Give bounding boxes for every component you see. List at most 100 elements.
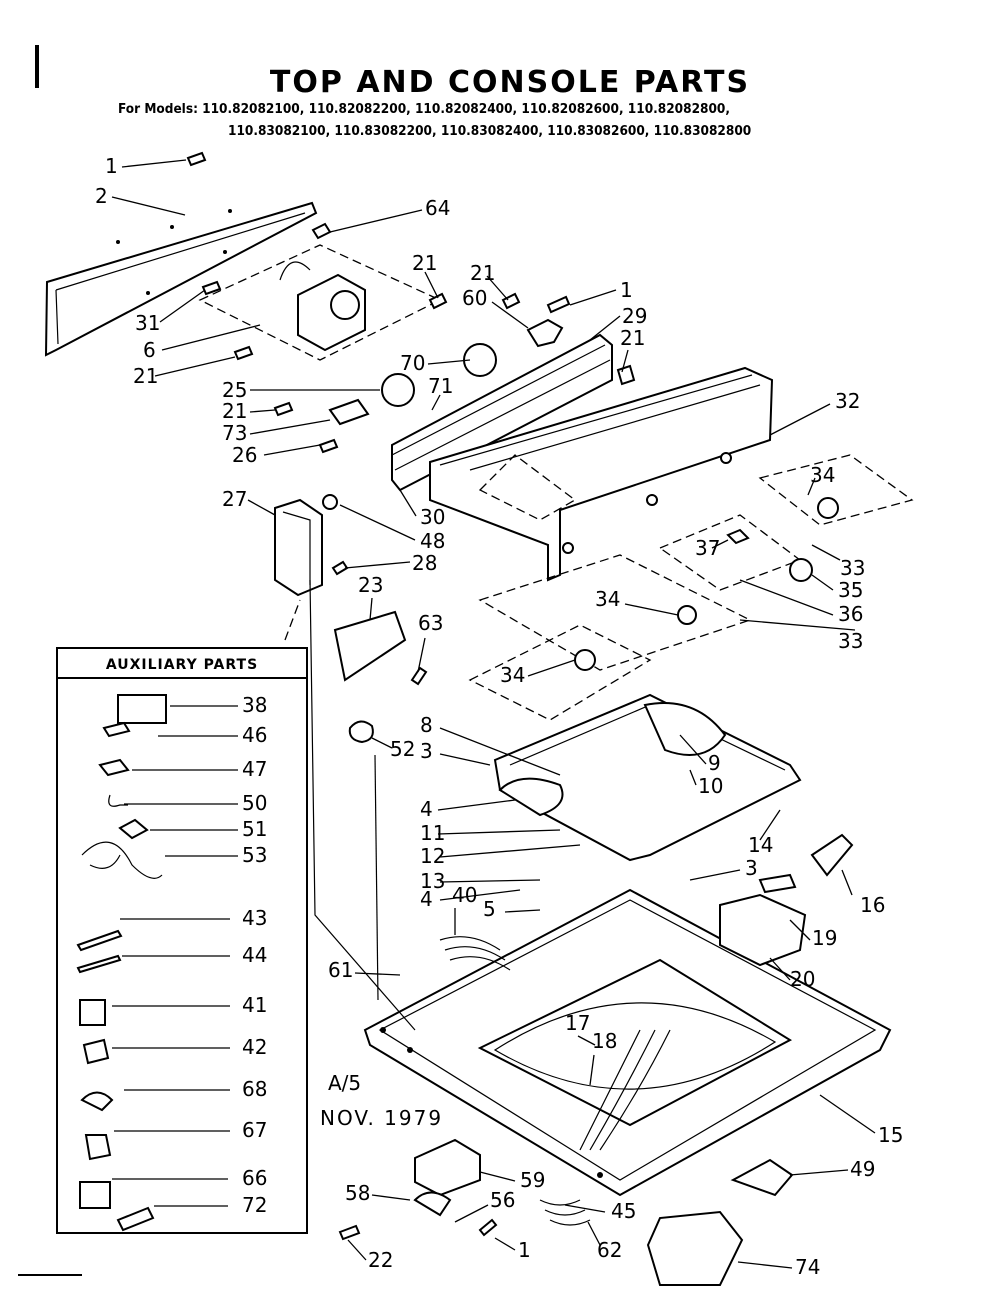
- callout-label: 5: [483, 897, 496, 921]
- leader-line: [621, 349, 629, 373]
- knob-icon: [817, 497, 840, 519]
- leader-line: [759, 809, 781, 841]
- timer-motor: [198, 244, 442, 361]
- callout-label: 16: [860, 893, 885, 917]
- clamp-icon: [413, 1191, 452, 1217]
- aux-callout-label: 72: [242, 1193, 267, 1217]
- top-frame: [493, 693, 802, 862]
- callout-label: 10: [698, 774, 723, 798]
- knob-icon: [789, 558, 814, 582]
- leader-line: [527, 659, 576, 677]
- hinge-icon: [810, 833, 854, 877]
- leader-line: [371, 737, 393, 749]
- leader-line: [369, 597, 373, 621]
- clip-icon: [311, 222, 332, 240]
- leader-line: [263, 444, 321, 456]
- hinge-icon: [730, 1158, 794, 1197]
- leader-line: [347, 1239, 367, 1261]
- leader-line: [504, 909, 541, 913]
- junction-box: [414, 1138, 481, 1197]
- callout-label: 64: [425, 196, 450, 220]
- leader-line: [161, 324, 261, 351]
- callout-label: 21: [470, 261, 495, 285]
- leader-line: [427, 359, 471, 365]
- aux-callout-label: 53: [242, 843, 267, 867]
- callout-label: 3: [745, 856, 758, 880]
- callout-label: 21: [222, 399, 247, 423]
- callout-label: 22: [368, 1248, 393, 1272]
- leader-line: [689, 869, 741, 881]
- aux-callout-label: 47: [242, 757, 267, 781]
- callout-label: 49: [850, 1157, 875, 1181]
- leader-line: [439, 889, 521, 901]
- leader-line: [399, 489, 417, 517]
- callout-label: 31: [135, 311, 160, 335]
- callout-label: 74: [795, 1255, 820, 1279]
- models-line-2: 110.83082100, 110.83082200, 110.83082400…: [228, 123, 751, 139]
- callout-label: 12: [420, 844, 445, 868]
- screw-icon: [428, 292, 448, 310]
- callout-label: 58: [345, 1181, 370, 1205]
- leader-line: [417, 637, 426, 673]
- callout-label: 56: [490, 1188, 515, 1212]
- aux-callout-label: 38: [242, 693, 267, 717]
- aux-callout-label: 51: [242, 817, 267, 841]
- bleach-cup: [646, 1210, 744, 1286]
- callout-label: 33: [838, 629, 863, 653]
- callout-label: 26: [232, 443, 257, 467]
- lid-switch-housing: [719, 893, 807, 967]
- leader-line: [437, 829, 561, 835]
- leader-line: [354, 972, 401, 976]
- leader-line: [454, 1204, 489, 1223]
- screw-icon: [338, 1224, 361, 1241]
- callout-label: 21: [133, 364, 158, 388]
- callout-label: 28: [412, 551, 437, 575]
- washer-top: [363, 888, 892, 1197]
- callout-label: 34: [810, 463, 835, 487]
- date-label: NOV. 1979: [320, 1106, 443, 1130]
- callout-label: 59: [520, 1168, 545, 1192]
- auxiliary-parts-box: AUXILIARY PARTS: [56, 647, 308, 1234]
- callout-label: 71: [428, 374, 453, 398]
- leader-line: [807, 477, 816, 496]
- leader-line: [577, 1035, 596, 1046]
- leader-line: [589, 1054, 595, 1086]
- leader-line: [811, 574, 834, 591]
- knob-area: [468, 624, 652, 721]
- leader-line: [737, 1261, 793, 1269]
- leader-line: [841, 869, 853, 896]
- auxiliary-title: AUXILIARY PARTS: [106, 657, 258, 673]
- leader-line: [739, 579, 834, 616]
- callout-label: 32: [835, 389, 860, 413]
- knob-area: [658, 514, 802, 591]
- leader-line: [479, 1171, 516, 1182]
- callout-label: 61: [328, 958, 353, 982]
- callout-label: 60: [462, 286, 487, 310]
- page-title: TOP AND CONSOLE PARTS: [270, 65, 750, 100]
- callout-label: 52: [390, 737, 415, 761]
- callout-label: 1: [620, 278, 633, 302]
- aux-callout-label: 44: [242, 943, 267, 967]
- leader-line: [121, 159, 187, 168]
- leader-line: [247, 499, 276, 516]
- leader-line: [339, 504, 416, 541]
- leader-line: [589, 315, 621, 341]
- callout-label: 70: [400, 351, 425, 375]
- aux-callout-label: 43: [242, 906, 267, 930]
- callout-label: 4: [420, 887, 433, 911]
- leader-line: [371, 1194, 411, 1201]
- leader-line: [569, 289, 617, 306]
- callout-label: 30: [420, 505, 445, 529]
- aux-callout-label: 66: [242, 1166, 267, 1190]
- knob-area: [478, 554, 752, 671]
- wire-harness: [539, 1199, 591, 1226]
- switch-box: [274, 494, 349, 597]
- leader-line: [486, 275, 509, 301]
- callout-label: 23: [358, 573, 383, 597]
- leader-line: [679, 734, 707, 765]
- leader-line: [739, 619, 856, 631]
- leader-line: [587, 1221, 601, 1246]
